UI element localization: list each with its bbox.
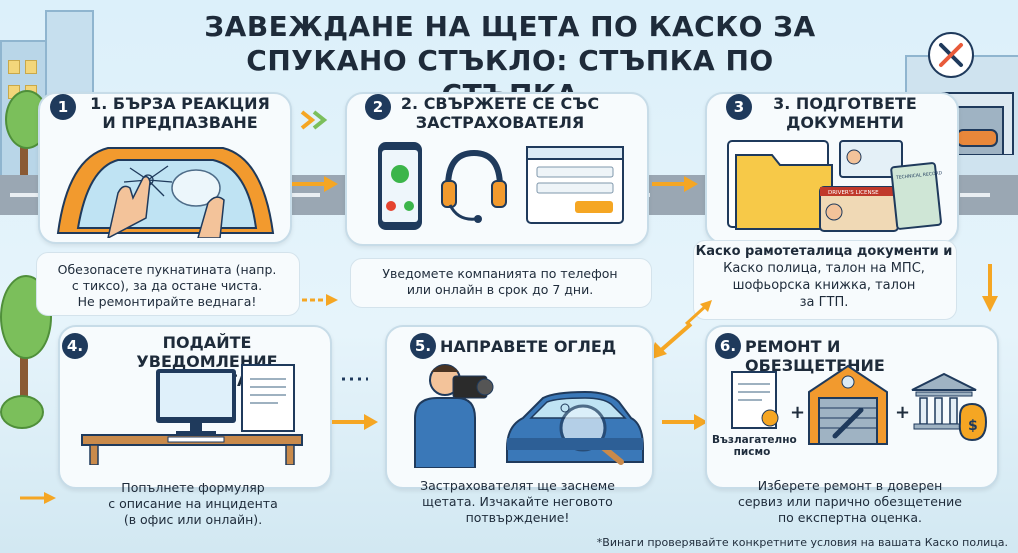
step-2-title: 2. СВЪРЖЕТЕ СЕ СЪС ЗАСТРАХОВАТЕЛЯ <box>400 94 600 132</box>
arrow-dotted-left <box>340 370 370 389</box>
step-2-description: Уведомете компанията по телефон или онла… <box>382 266 618 297</box>
garage-repair-icon <box>805 362 891 450</box>
step-3-title: 3. ПОДГОТВЕТЕ ДОКУМЕНТИ <box>773 94 917 132</box>
step-1-number-badge: 1 <box>50 94 76 120</box>
title-line-1: ЗАВЕЖДАНЕ НА ЩЕТА ПО КАСКО ЗА <box>204 10 816 43</box>
phone-icon <box>376 140 424 236</box>
arrow-left-decoration <box>18 488 58 512</box>
wrench-screwdriver-icon <box>928 32 974 78</box>
arrow-step1-to-step2 <box>290 172 340 200</box>
step-4-number-badge: 4. <box>62 333 88 359</box>
background-window <box>8 60 20 74</box>
step-1-title: 1. БЪРЗА РЕАКЦИЯ И ПРЕДПАЗВАНЕ <box>90 94 270 132</box>
tree-trunk <box>20 130 28 175</box>
svg-text:$: $ <box>968 418 978 434</box>
desk-computer-illustration <box>72 355 312 469</box>
road-line <box>290 193 320 197</box>
road-line <box>960 193 990 197</box>
letter-label: Възлагателно писмо <box>712 434 797 458</box>
online-form-icon <box>525 145 625 229</box>
arrow-step5-to-step6 <box>660 410 710 438</box>
bank-money-icon: $ <box>908 370 988 446</box>
step-3-description: Каско рамотеталица документи и Каско пол… <box>695 244 953 310</box>
documents-folder-icon: DRIVER'S LICENSE TECHNICAL RECORD <box>722 135 943 239</box>
arrow-dashed-row-transition <box>300 290 340 314</box>
step-5-title: НАПРАВЕТЕ ОГЛЕД <box>440 337 617 356</box>
license-label: DRIVER'S LICENSE <box>828 190 879 196</box>
step-3-description-box <box>693 240 957 320</box>
step-6-number-badge: 6. <box>715 333 741 359</box>
step-3-number-badge: 3 <box>726 94 752 120</box>
plus-icon: + <box>895 402 911 423</box>
arrow-down-right <box>978 262 1002 318</box>
bush-icon <box>0 395 44 429</box>
step-1-description-box <box>36 252 300 316</box>
step-5-description: Застрахователят ще заснеме щетата. Изчак… <box>420 478 615 525</box>
arrow-step4-to-step5 <box>330 410 380 438</box>
background-window <box>25 60 37 74</box>
step-5-number-badge: 5. <box>410 333 436 359</box>
headset-icon <box>438 145 510 229</box>
road-line <box>10 193 40 197</box>
arrow-step2-to-step3 <box>650 172 700 200</box>
footnote: *Винаги проверявайте конкретните условия… <box>596 536 1008 549</box>
tech-record-label: TECHNICAL RECORD <box>895 170 942 181</box>
tree-trunk <box>20 340 28 400</box>
letter-icon <box>730 370 785 436</box>
step-2-number-badge: 2 <box>365 94 391 120</box>
chevrons-icon <box>300 110 336 134</box>
step-6-description: Изберете ремонт в доверен сервиз или пар… <box>737 478 962 525</box>
step-4-description: Попълнете формуляр с описание на инциден… <box>108 480 278 527</box>
plus-icon: + <box>790 402 806 423</box>
arrow-diagonal-decoration <box>682 298 716 332</box>
inspection-illustration <box>395 358 645 472</box>
step-2-description-box <box>350 258 652 308</box>
step-1-description: Обезопасете пукнатината (напр. с тиксо),… <box>57 262 277 309</box>
cracked-windshield-illustration <box>48 138 280 240</box>
